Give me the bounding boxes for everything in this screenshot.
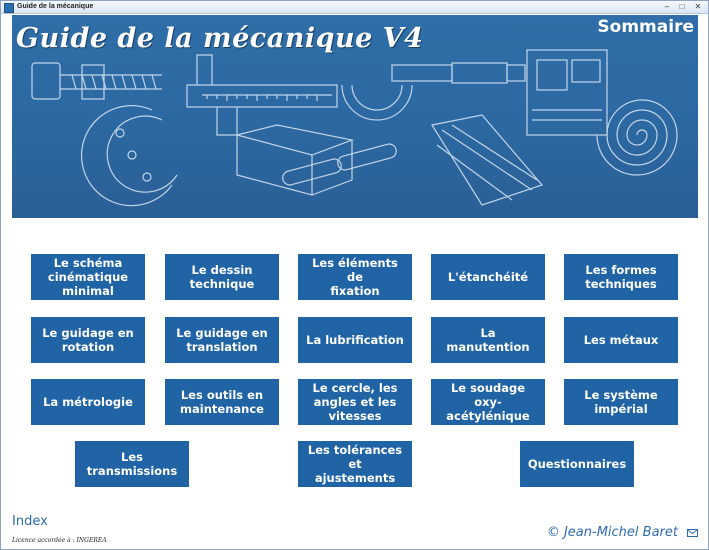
menu-button-elements-fixation[interactable]: Les éléments de fixation bbox=[298, 254, 412, 300]
banner-title: Guide de la mécanique V4 bbox=[16, 23, 424, 54]
menu-button-formes-techniques[interactable]: Les formes techniques bbox=[564, 254, 678, 300]
menu-button-manutention[interactable]: La manutention bbox=[431, 317, 545, 363]
menu-button-dessin-technique[interactable]: Le dessin technique bbox=[165, 254, 279, 300]
header-banner: Guide de la mécanique V4 Sommaire bbox=[12, 15, 698, 218]
menu-button-tolerances-ajustements[interactable]: Les tolérances et ajustements bbox=[298, 441, 412, 487]
menu-button-guidage-rotation[interactable]: Le guidage en rotation bbox=[31, 317, 145, 363]
envelope-icon[interactable] bbox=[687, 529, 698, 537]
license-text: Licence accordée à : INGEREA bbox=[12, 537, 107, 544]
close-button[interactable]: ✕ bbox=[694, 2, 702, 11]
menu-button-questionnaires[interactable]: Questionnaires bbox=[520, 441, 634, 487]
menu-button-guidage-translation[interactable]: Le guidage en translation bbox=[165, 317, 279, 363]
menu-button-systeme-imperial[interactable]: Le système impérial bbox=[564, 379, 678, 425]
window-title: Guide de la mécanique bbox=[17, 3, 94, 10]
minimize-button[interactable]: – bbox=[664, 2, 670, 11]
menu-button-lubrification[interactable]: La lubrification bbox=[298, 317, 412, 363]
menu-button-schema-cinematique[interactable]: Le schéma cinématique minimal bbox=[31, 254, 145, 300]
summary-heading: Sommaire bbox=[597, 17, 694, 37]
menu-button-soudage-oxyacetylenique[interactable]: Le soudage oxy- acétylénique bbox=[431, 379, 545, 425]
app-icon bbox=[4, 3, 14, 13]
copyright-text: © Jean-Michel Baret bbox=[546, 525, 678, 540]
menu-button-cercle-angles-vitesses[interactable]: Le cercle, les angles et les vitesses bbox=[298, 379, 412, 425]
menu-button-outils-maintenance[interactable]: Les outils en maintenance bbox=[165, 379, 279, 425]
title-bar: Guide de la mécanique – □ ✕ bbox=[1, 1, 708, 14]
mechanical-drawings-illustration bbox=[31, 49, 678, 207]
menu-button-metrologie[interactable]: La métrologie bbox=[31, 379, 145, 425]
index-link[interactable]: Index bbox=[12, 514, 48, 529]
menu-button-transmissions[interactable]: Les transmissions bbox=[75, 441, 189, 487]
maximize-button[interactable]: □ bbox=[679, 2, 685, 11]
menu-button-metaux[interactable]: Les métaux bbox=[564, 317, 678, 363]
menu-button-etancheite[interactable]: L'étanchéité bbox=[431, 254, 545, 300]
